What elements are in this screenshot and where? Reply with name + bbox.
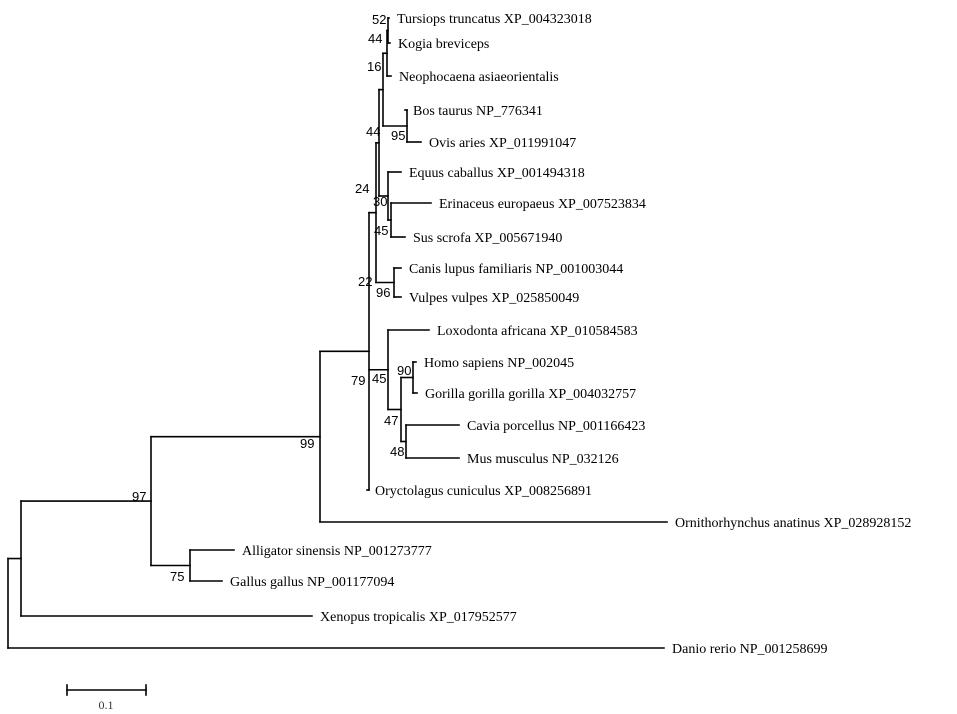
taxon-label: Xenopus tropicalis XP_017952577 <box>320 610 517 625</box>
taxon-label: Canis lupus familiaris NP_001003044 <box>409 262 623 277</box>
taxon-label: Oryctolagus cuniculus XP_008256891 <box>375 484 592 499</box>
bootstrap-value: 95 <box>391 128 405 143</box>
taxon-label: Kogia breviceps <box>398 37 489 52</box>
taxon-label: Vulpes vulpes XP_025850049 <box>409 291 579 306</box>
taxon-label: Tursiops truncatus XP_004323018 <box>397 12 592 27</box>
scale-bar: 0.1 <box>66 684 147 712</box>
bootstrap-value: 75 <box>170 569 184 584</box>
bootstrap-value: 45 <box>372 371 386 386</box>
bootstrap-value: 96 <box>376 285 390 300</box>
bootstrap-value: 16 <box>367 59 381 74</box>
taxon-label: Bos taurus NP_776341 <box>413 104 543 119</box>
taxon-label: Cavia porcellus NP_001166423 <box>467 419 645 434</box>
taxon-label: Homo sapiens NP_002045 <box>424 356 574 371</box>
bootstrap-value: 24 <box>355 181 369 196</box>
bootstrap-value: 48 <box>390 444 404 459</box>
bootstrap-value: 47 <box>384 413 398 428</box>
taxon-label: Danio rerio NP_001258699 <box>672 642 828 657</box>
bootstrap-value: 79 <box>351 373 365 388</box>
taxon-label: Neophocaena asiaeorientalis <box>399 70 559 85</box>
bootstrap-value: 44 <box>366 124 380 139</box>
bootstrap-value: 44 <box>368 31 382 46</box>
bootstrap-values: 52 44 16 95 44 45 30 24 96 22 90 48 47 45 79 99 75 97 <box>132 12 411 584</box>
taxon-label: Sus scrofa XP_005671940 <box>413 231 562 246</box>
taxon-label: Loxodonta africana XP_010584583 <box>437 324 638 339</box>
bootstrap-value: 90 <box>397 363 411 378</box>
taxon-label: Gallus gallus NP_001177094 <box>230 575 394 590</box>
taxon-label: Equus caballus XP_001494318 <box>409 166 585 181</box>
taxon-label: Mus musculus NP_032126 <box>467 452 619 467</box>
tree-branches <box>7 17 668 649</box>
bootstrap-value: 45 <box>374 223 388 238</box>
bootstrap-value: 52 <box>372 12 386 27</box>
taxon-label: Ovis aries XP_011991047 <box>429 136 576 151</box>
bootstrap-value: 99 <box>300 436 314 451</box>
scale-bar-label: 0.1 <box>99 698 114 712</box>
bootstrap-value: 97 <box>132 489 146 504</box>
bootstrap-value: 30 <box>373 194 387 209</box>
taxon-label: Ornithorhynchus anatinus XP_028928152 <box>675 516 911 531</box>
bootstrap-value: 22 <box>358 274 372 289</box>
taxon-label: Gorilla gorilla gorilla XP_004032757 <box>425 387 636 402</box>
taxon-label: Erinaceus europaeus XP_007523834 <box>439 197 646 212</box>
taxon-label: Alligator sinensis NP_001273777 <box>242 544 432 559</box>
